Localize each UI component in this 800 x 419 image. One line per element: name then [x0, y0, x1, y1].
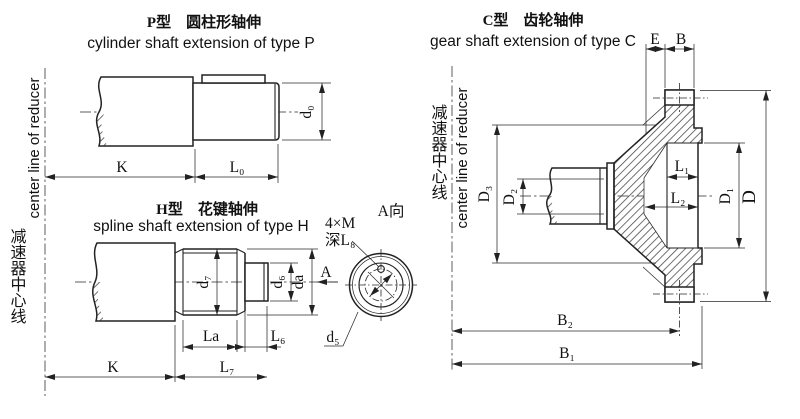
h-dim-l6: L₆ [271, 328, 286, 345]
left-centerline-group: center line of reducer 减速器中心线 [8, 68, 46, 396]
p-shaft-extension [192, 82, 280, 141]
h-title-en: spline shaft extension of type H [93, 218, 308, 235]
h-dim-la: La [203, 328, 219, 345]
centerline-label-en-c: center line of reducer [454, 88, 471, 229]
h-shaft-body [92, 242, 176, 322]
p-dim-d0: d₀ [298, 105, 315, 118]
h-type-drawing: H型 花键轴伸 spline shaft extension of type H… [45, 200, 338, 382]
c-dim-l1: L₁ [675, 158, 690, 175]
h-view-a-end-view: A向 4×M 深L₈ d₅ [324, 202, 417, 347]
c-dim-d3: D₃ [476, 186, 493, 203]
p-key [201, 74, 266, 84]
h-title-zh: H型 花键轴伸 [156, 200, 258, 218]
c-centerline-group: center line of reducer 减速器中心线 [429, 66, 471, 370]
centerline-label-zh-c: 减速器中心线 [429, 104, 448, 200]
p-type-drawing: P型 圆柱形轴伸 cylinder shaft extension of typ… [45, 13, 331, 183]
c-title-zh: C型 齿轮轴伸 [483, 11, 584, 29]
c-dim-l2: L₂ [671, 190, 686, 207]
c-dim-b2: B₂ [557, 312, 573, 329]
c-dim-d: D [739, 190, 760, 204]
c-shaft [546, 167, 608, 225]
h-view-arrow-label: A [320, 264, 332, 281]
c-dim-b: B [676, 31, 686, 48]
h-dim-d5: d₅ [326, 329, 339, 346]
c-dim-b1: B₁ [559, 345, 575, 362]
c-dim-d1: D₁ [717, 188, 734, 205]
h-dim-k: K [107, 359, 119, 376]
p-dim-l0: L₀ [230, 159, 245, 176]
p-title-en: cylinder shaft extension of type P [87, 35, 314, 52]
c-title-en: gear shaft extension of type C [430, 33, 636, 50]
c-type-drawing: C型 齿轮轴伸 gear shaft extension of type C [430, 11, 771, 369]
p-shaft-body [95, 76, 194, 147]
p-title-zh: P型 圆柱形轴伸 [147, 13, 261, 31]
h-end-cylinder [244, 262, 269, 302]
centerline-label-en-left: center line of reducer [26, 78, 43, 219]
c-recess [667, 143, 698, 248]
h-holes-label: 4×M [325, 215, 355, 232]
h-depth-label: 深L₈ [325, 231, 355, 249]
h-dim-d7: d₇ [195, 275, 212, 288]
h-dim-d6: d₆ [269, 275, 286, 288]
h-dim-l7: L₇ [220, 359, 235, 376]
c-collar [606, 162, 615, 230]
h-view-title: A向 [378, 202, 405, 220]
centerline-label-zh-left: 减速器中心线 [8, 228, 27, 324]
c-dim-d2: D₂ [501, 189, 518, 206]
p-dim-k: K [116, 159, 128, 176]
c-dim-e: E [650, 31, 659, 48]
h-dim-da: da [290, 275, 307, 290]
